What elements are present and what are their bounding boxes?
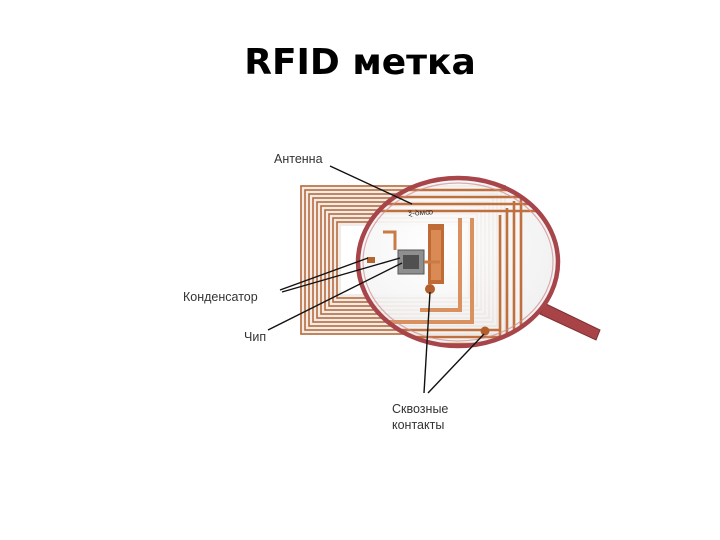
chip-marking: Ⲝ-ꝺᴍꝏ [408,207,434,218]
label-capacitor: Конденсатор [183,290,258,304]
label-chip: Чип [244,330,266,344]
label-vias-line1: Сквозные [392,402,448,416]
magnified-view: Ⲝ-ꝺᴍꝏ [358,178,558,346]
leader-lines [267,165,485,394]
label-vias-line2: контакты [392,418,444,432]
slide-title: RFID метка [244,42,476,83]
label-antenna: Антенна [274,152,323,166]
